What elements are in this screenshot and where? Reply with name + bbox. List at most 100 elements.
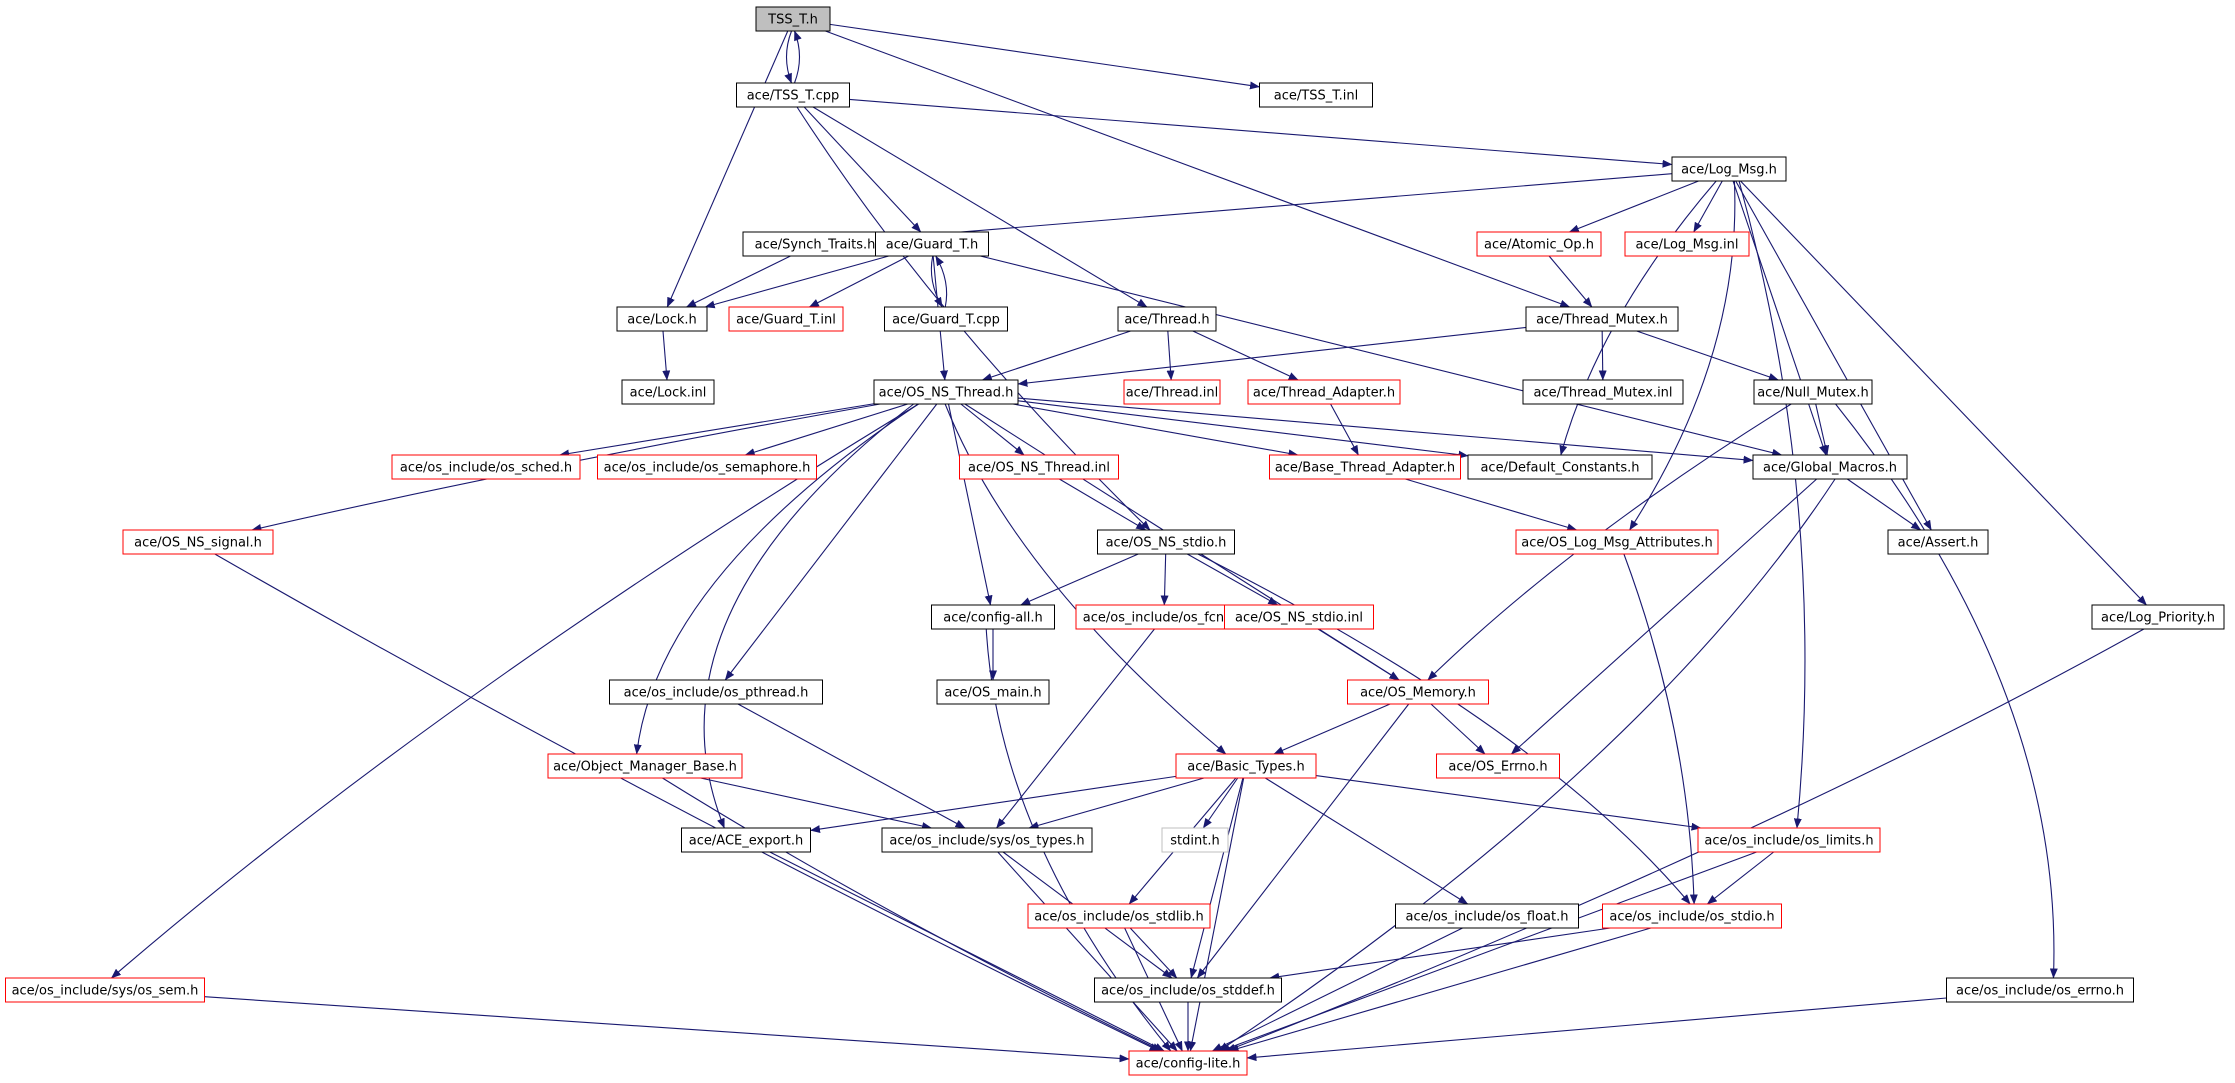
node-synch_traits_h[interactable]: ace/Synch_Traits.h	[742, 231, 888, 257]
node-basic_types_h[interactable]: ace/Basic_Types.h	[1175, 753, 1317, 779]
node-box[interactable]	[1395, 903, 1579, 929]
node-box[interactable]	[1467, 454, 1653, 480]
node-box[interactable]	[936, 679, 1050, 705]
node-box[interactable]	[1522, 379, 1684, 405]
node-thread_mutex_inl[interactable]: ace/Thread_Mutex.inl	[1522, 379, 1684, 405]
node-box[interactable]	[5, 977, 205, 1003]
node-global_macros_h[interactable]: ace/Global_Macros.h	[1752, 454, 1908, 480]
node-null_mutex_h[interactable]: ace/Null_Mutex.h	[1753, 379, 1873, 405]
node-box[interactable]	[1946, 977, 2134, 1003]
node-box[interactable]	[1117, 306, 1217, 332]
node-thread_h[interactable]: ace/Thread.h	[1117, 306, 1217, 332]
node-box[interactable]	[1269, 454, 1461, 480]
node-stdint_h[interactable]: stdint.h	[1161, 827, 1229, 853]
node-box[interactable]	[875, 231, 989, 257]
node-guard_t_h[interactable]: ace/Guard_T.h	[875, 231, 989, 257]
node-box[interactable]	[1887, 529, 1989, 555]
node-box[interactable]	[1752, 454, 1908, 480]
node-box[interactable]	[1128, 1050, 1248, 1076]
node-box[interactable]	[1224, 604, 1374, 630]
node-box[interactable]	[1123, 379, 1221, 405]
node-ace_export_h[interactable]: ace/ACE_export.h	[681, 827, 811, 853]
node-box[interactable]	[681, 827, 811, 853]
node-box[interactable]	[1347, 679, 1489, 705]
node-box[interactable]	[884, 306, 1008, 332]
node-box[interactable]	[736, 82, 850, 108]
node-os_ns_stdio_inl[interactable]: ace/OS_NS_stdio.inl	[1224, 604, 1374, 630]
node-box[interactable]	[1259, 82, 1373, 108]
node-log_msg_h[interactable]: ace/Log_Msg.h	[1671, 156, 1787, 182]
node-box[interactable]	[1602, 903, 1782, 929]
node-box[interactable]	[959, 454, 1119, 480]
node-box[interactable]	[1671, 156, 1787, 182]
node-tss_t_inl[interactable]: ace/TSS_T.inl	[1259, 82, 1373, 108]
node-os_limits_h[interactable]: ace/os_include/os_limits.h	[1697, 827, 1881, 853]
node-box[interactable]	[547, 753, 743, 779]
node-sys_os_sem_h[interactable]: ace/os_include/sys/os_sem.h	[5, 977, 205, 1003]
node-os_ns_thread_h[interactable]: ace/OS_NS_Thread.h	[873, 379, 1019, 405]
node-box[interactable]	[742, 231, 888, 257]
node-os_errno_h_ace[interactable]: ace/OS_Errno.h	[1436, 753, 1560, 779]
node-lock_inl[interactable]: ace/Lock.inl	[621, 379, 715, 405]
node-box[interactable]	[873, 379, 1019, 405]
node-os_main_h[interactable]: ace/OS_main.h	[936, 679, 1050, 705]
node-os_float_h[interactable]: ace/os_include/os_float.h	[1395, 903, 1579, 929]
node-os_stdio_h[interactable]: ace/os_include/os_stdio.h	[1602, 903, 1782, 929]
node-object_manager_base_h[interactable]: ace/Object_Manager_Base.h	[547, 753, 743, 779]
node-atomic_op_h[interactable]: ace/Atomic_Op.h	[1476, 231, 1602, 257]
node-box[interactable]	[1175, 753, 1317, 779]
node-box[interactable]	[1476, 231, 1602, 257]
node-tss_t_h[interactable]: TSS_T.h	[755, 6, 831, 32]
node-thread_inl[interactable]: ace/Thread.inl	[1123, 379, 1221, 405]
node-box[interactable]	[1624, 231, 1750, 257]
node-os_stddef_h[interactable]: ace/os_include/os_stddef.h	[1094, 977, 1282, 1003]
node-box[interactable]	[1515, 529, 1719, 555]
node-box[interactable]	[881, 827, 1093, 853]
node-os_fcntl_h[interactable]: ace/os_include/os_fcntl.h	[1075, 604, 1253, 630]
node-box[interactable]	[609, 679, 823, 705]
node-config_lite_h[interactable]: ace/config-lite.h	[1128, 1050, 1248, 1076]
node-box[interactable]	[1436, 753, 1560, 779]
node-box[interactable]	[728, 306, 844, 332]
node-log_priority_h[interactable]: ace/Log_Priority.h	[2091, 604, 2225, 630]
node-box[interactable]	[621, 379, 715, 405]
node-os_errno_h[interactable]: ace/os_include/os_errno.h	[1946, 977, 2134, 1003]
node-box[interactable]	[1027, 903, 1211, 929]
node-guard_t_inl[interactable]: ace/Guard_T.inl	[728, 306, 844, 332]
node-box[interactable]	[931, 604, 1055, 630]
node-os_ns_signal_h[interactable]: ace/OS_NS_signal.h	[122, 529, 274, 555]
node-box[interactable]	[2091, 604, 2225, 630]
node-os_log_msg_attributes_h[interactable]: ace/OS_Log_Msg_Attributes.h	[1515, 529, 1719, 555]
node-sys_os_types_h[interactable]: ace/os_include/sys/os_types.h	[881, 827, 1093, 853]
node-os_pthread_h[interactable]: ace/os_include/os_pthread.h	[609, 679, 823, 705]
node-os_stdlib_h[interactable]: ace/os_include/os_stdlib.h	[1027, 903, 1211, 929]
node-os_ns_thread_inl[interactable]: ace/OS_NS_Thread.inl	[959, 454, 1119, 480]
node-assert_h[interactable]: ace/Assert.h	[1887, 529, 1989, 555]
node-box[interactable]	[1094, 977, 1282, 1003]
node-box[interactable]	[1097, 529, 1235, 555]
node-os_memory_h[interactable]: ace/OS_Memory.h	[1347, 679, 1489, 705]
node-guard_t_cpp[interactable]: ace/Guard_T.cpp	[884, 306, 1008, 332]
node-box[interactable]	[597, 454, 817, 480]
node-box[interactable]	[391, 454, 581, 480]
node-thread_mutex_h[interactable]: ace/Thread_Mutex.h	[1525, 306, 1679, 332]
node-box[interactable]	[122, 529, 274, 555]
node-log_msg_inl[interactable]: ace/Log_Msg.inl	[1624, 231, 1750, 257]
node-box[interactable]	[1697, 827, 1881, 853]
node-box[interactable]	[1161, 827, 1229, 853]
node-thread_adapter_h[interactable]: ace/Thread_Adapter.h	[1247, 379, 1401, 405]
node-box[interactable]	[1753, 379, 1873, 405]
node-os_semaphore_h[interactable]: ace/os_include/os_semaphore.h	[597, 454, 817, 480]
node-tss_t_cpp[interactable]: ace/TSS_T.cpp	[736, 82, 850, 108]
node-config_all_h[interactable]: ace/config-all.h	[931, 604, 1055, 630]
node-box[interactable]	[755, 6, 831, 32]
node-box[interactable]	[616, 306, 708, 332]
node-os_ns_stdio_h[interactable]: ace/OS_NS_stdio.h	[1097, 529, 1235, 555]
node-base_thread_adapter_h[interactable]: ace/Base_Thread_Adapter.h	[1269, 454, 1461, 480]
node-lock_h[interactable]: ace/Lock.h	[616, 306, 708, 332]
node-os_sched_h[interactable]: ace/os_include/os_sched.h	[391, 454, 581, 480]
node-default_constants_h[interactable]: ace/Default_Constants.h	[1467, 454, 1653, 480]
node-box[interactable]	[1247, 379, 1401, 405]
node-box[interactable]	[1075, 604, 1253, 630]
node-box[interactable]	[1525, 306, 1679, 332]
